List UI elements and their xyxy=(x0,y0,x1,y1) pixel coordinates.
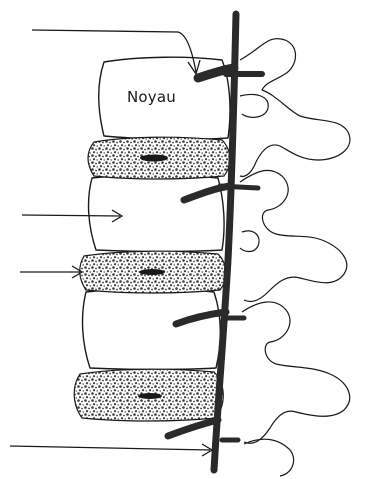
process-small-2 xyxy=(240,231,259,252)
disc-2-nucleus xyxy=(139,269,165,275)
process-small-1 xyxy=(240,95,268,118)
disc-3-nucleus xyxy=(138,393,162,399)
rod-bar-2 xyxy=(220,186,258,188)
process-lower-tail xyxy=(244,439,294,476)
vertebral-body-2 xyxy=(89,175,225,252)
process-lower xyxy=(242,302,350,443)
disc-1-nucleus xyxy=(140,155,168,162)
rod-hook-4 xyxy=(168,420,218,436)
process-upper xyxy=(240,39,350,177)
posterior-processes xyxy=(240,39,350,476)
vertebral-body-3 xyxy=(83,289,221,370)
arrow-4 xyxy=(10,446,210,450)
nucleus-label: Noyau xyxy=(127,90,176,105)
